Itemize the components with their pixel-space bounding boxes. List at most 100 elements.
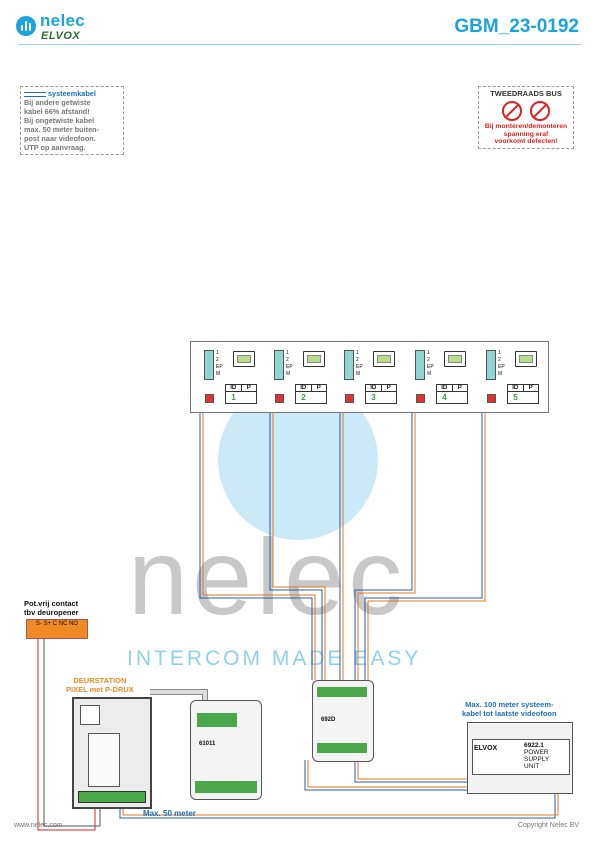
psu-plate-line: 6922.1 <box>524 742 544 749</box>
warning-title: TWEEDRAADS BUS <box>490 89 562 98</box>
id-header: ID <box>441 385 448 391</box>
terminal-label: EP <box>427 364 434 370</box>
cable-note-line: kabel 66% afstand! <box>24 107 90 116</box>
relay-module: 61011 <box>190 700 262 800</box>
psu-plate-line: POWER <box>524 749 549 756</box>
document-code: GBM_23-0192 <box>454 16 579 37</box>
door-station-label: DEURSTATION PIXEL met P-DRUX <box>66 676 134 694</box>
door-contact-terminal: S- S+ C NC NO <box>26 619 88 639</box>
power-supply: ELVOX 6922.1 POWER SUPPLY UNIT <box>467 722 573 794</box>
dip-switch-icon <box>416 394 425 403</box>
door-contact-line: Pot.vrij contact <box>24 599 79 608</box>
distance-label: Max. 50 meter <box>143 809 196 818</box>
terminal-label: 2 <box>286 357 289 363</box>
nelec-logo-icon <box>16 16 36 36</box>
terminal-label: 2 <box>498 357 501 363</box>
terminal-strip-icon <box>317 687 367 697</box>
header-divider <box>18 44 581 45</box>
camera-icon <box>80 705 100 725</box>
p-header: P <box>380 385 397 391</box>
p-header: P <box>310 385 327 391</box>
watermark-tagline: INTERCOM MADE EASY <box>127 647 422 670</box>
distributor: 692D <box>312 680 374 762</box>
logo-name: nelec <box>40 11 85 30</box>
cable-note-line: post naar videofoon. <box>24 134 96 143</box>
terminal-labels: S- S+ C NC NO <box>35 621 79 627</box>
terminal-label: 2 <box>216 357 219 363</box>
door-contact-label: Pot.vrij contact tbv deuropener <box>24 599 79 617</box>
id-header: ID <box>300 385 307 391</box>
monitor-icon <box>515 351 537 367</box>
terminal-strip-icon <box>195 781 257 793</box>
footer-website: www.nelec.com <box>14 822 63 829</box>
monitor-icon <box>373 351 395 367</box>
watermark-word: nelec <box>128 516 407 637</box>
monitor-icon <box>303 351 325 367</box>
cable-note-line: Bij ongetwiste kabel <box>24 116 95 125</box>
terminal-label: M <box>498 371 503 377</box>
terminal-label: 1 <box>286 350 289 356</box>
psu-label-line: Max. 100 meter systeem- <box>465 700 554 709</box>
psu-panel <box>472 739 570 775</box>
id-header: ID <box>370 385 377 391</box>
psu-brand: ELVOX <box>474 745 498 752</box>
psu-label-line: kabel tot laatste videofoon <box>462 709 557 718</box>
module-code: 61011 <box>199 741 216 747</box>
monitor-id: 4 <box>442 393 447 402</box>
psu-plate-line: SUPPLY <box>524 756 550 763</box>
warning-line: Bij monteren/demonteren <box>484 123 568 130</box>
logo-brand: ELVOX <box>41 30 81 42</box>
dip-switch-icon <box>345 394 354 403</box>
no-voltage-icon <box>530 101 550 121</box>
terminal-label: 1 <box>498 350 501 356</box>
monitor-id: 3 <box>371 393 376 402</box>
monitor-icon <box>444 351 466 367</box>
terminal-block-icon <box>415 350 425 380</box>
p-header: P <box>240 385 257 391</box>
terminal-label: 1 <box>427 350 430 356</box>
cable-note-line: max. 50 meter buiten- <box>24 125 100 134</box>
terminal-block-icon <box>204 350 214 380</box>
id-header: ID <box>230 385 237 391</box>
dip-switch-icon <box>487 394 496 403</box>
p-header: P <box>451 385 468 391</box>
monitor-id: 5 <box>513 393 518 402</box>
terminal-label: M <box>356 371 361 377</box>
distributor-code: 692D <box>321 717 336 723</box>
id-header: ID <box>512 385 519 391</box>
terminal-block-icon <box>274 350 284 380</box>
monitor-id: 2 <box>301 393 306 402</box>
psu-plate-line: UNIT <box>524 763 540 770</box>
monitor-icon <box>233 351 255 367</box>
door-contact-line: tbv deuropener <box>24 608 79 617</box>
footer-copyright: Copyright Nelec BV <box>517 822 579 829</box>
terminal-label: EP <box>356 364 363 370</box>
cable-note-line: UTP op aanvraag. <box>24 143 86 152</box>
warning-line: voorkomt defecten! <box>494 138 558 145</box>
terminal-strip-icon <box>78 791 146 803</box>
bus-warning: TWEEDRAADS BUS Bij monteren/demonteren s… <box>478 86 574 149</box>
cable-note-title: systeemkabel <box>24 89 120 98</box>
terminal-block-icon <box>486 350 496 380</box>
psu-plate: 6922.1 POWER SUPPLY UNIT <box>524 742 549 770</box>
door-station-line: PIXEL met P-DRUX <box>66 685 134 694</box>
terminal-label: EP <box>498 364 505 370</box>
door-station-line: DEURSTATION <box>73 676 127 685</box>
terminal-strip-icon <box>317 743 367 753</box>
terminal-label: M <box>286 371 291 377</box>
terminal-strip-icon <box>197 713 237 727</box>
psu-label: Max. 100 meter systeem- kabel tot laatst… <box>462 700 557 718</box>
terminal-label: EP <box>216 364 223 370</box>
terminal-label: M <box>427 371 432 377</box>
cable-note-line: Bij andere getwiste <box>24 98 91 107</box>
